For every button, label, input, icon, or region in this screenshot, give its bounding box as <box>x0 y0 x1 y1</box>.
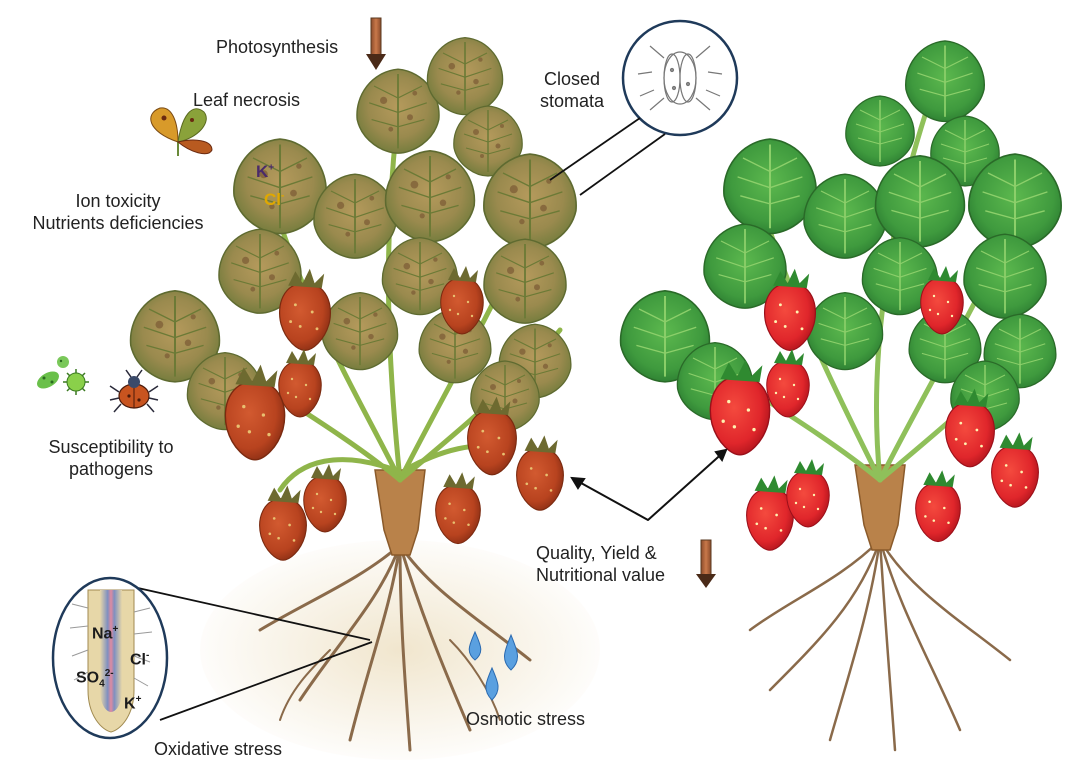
root-k-ion: K+ <box>124 694 141 713</box>
leaf-k-charge: + <box>268 162 274 173</box>
root-na-charge: + <box>112 624 118 635</box>
stomata-pointer-lower <box>580 134 665 195</box>
root-na-symbol: Na <box>92 625 112 642</box>
closed-stomata-line1: Closed <box>516 68 628 90</box>
root-so4-subscript: 4 <box>99 679 105 690</box>
photosynthesis-label: Photosynthesis <box>216 36 338 58</box>
bacteria-icon <box>34 356 69 392</box>
leaf-k-symbol: K <box>256 162 268 181</box>
root-cl-charge: - <box>146 650 149 661</box>
leaf-necrosis-icon <box>151 108 212 156</box>
leaf-k-ion: K+ <box>256 162 274 182</box>
root-k-symbol: K <box>124 695 136 712</box>
closed-stomata-label: Closed stomata <box>516 68 628 112</box>
leaf-necrosis-label: Leaf necrosis <box>193 89 300 111</box>
ion-toxicity-label: Ion toxicity Nutrients deficiencies <box>8 190 228 234</box>
oxidative-stress-label: Oxidative stress <box>154 738 282 760</box>
quality-label: Quality, Yield & Nutritional value <box>536 542 665 586</box>
susceptibility-line1: Susceptibility to <box>28 436 194 458</box>
virus-icon <box>63 369 89 395</box>
susceptibility-label: Susceptibility to pathogens <box>28 436 194 480</box>
root-so4-symbol: SO <box>76 669 99 686</box>
healthy-roots <box>750 540 1010 750</box>
quality-line1: Quality, Yield & <box>536 542 665 564</box>
quality-line2: Nutritional value <box>536 564 665 586</box>
osmotic-stress-label: Osmotic stress <box>466 708 585 730</box>
photosynthesis-decrease-arrow-icon <box>366 18 386 70</box>
leaf-cl-charge: - <box>281 190 284 201</box>
beetle-icon <box>110 370 158 412</box>
quality-pointer <box>572 450 726 520</box>
leaf-cl-symbol: Cl <box>264 190 281 209</box>
root-cl-symbol: Cl <box>130 651 146 668</box>
root-k-charge: + <box>136 694 142 705</box>
root-na-ion: Na+ <box>92 624 118 643</box>
quality-decrease-arrow-icon <box>696 540 716 588</box>
root-so4-ion: SO42- <box>76 668 114 690</box>
stomata-pointer-upper <box>550 118 640 180</box>
closed-stomata-line2: stomata <box>516 90 628 112</box>
root-cl-ion: Cl- <box>130 650 149 669</box>
susceptibility-line2: pathogens <box>28 458 194 480</box>
root-so4-charge: 2- <box>105 668 114 679</box>
leaf-cl-ion: Cl- <box>264 190 284 210</box>
ion-toxicity-line: Ion toxicity <box>8 190 228 212</box>
nutrients-deficiencies-line: Nutrients deficiencies <box>8 212 228 234</box>
healthy-plant <box>621 41 1062 750</box>
